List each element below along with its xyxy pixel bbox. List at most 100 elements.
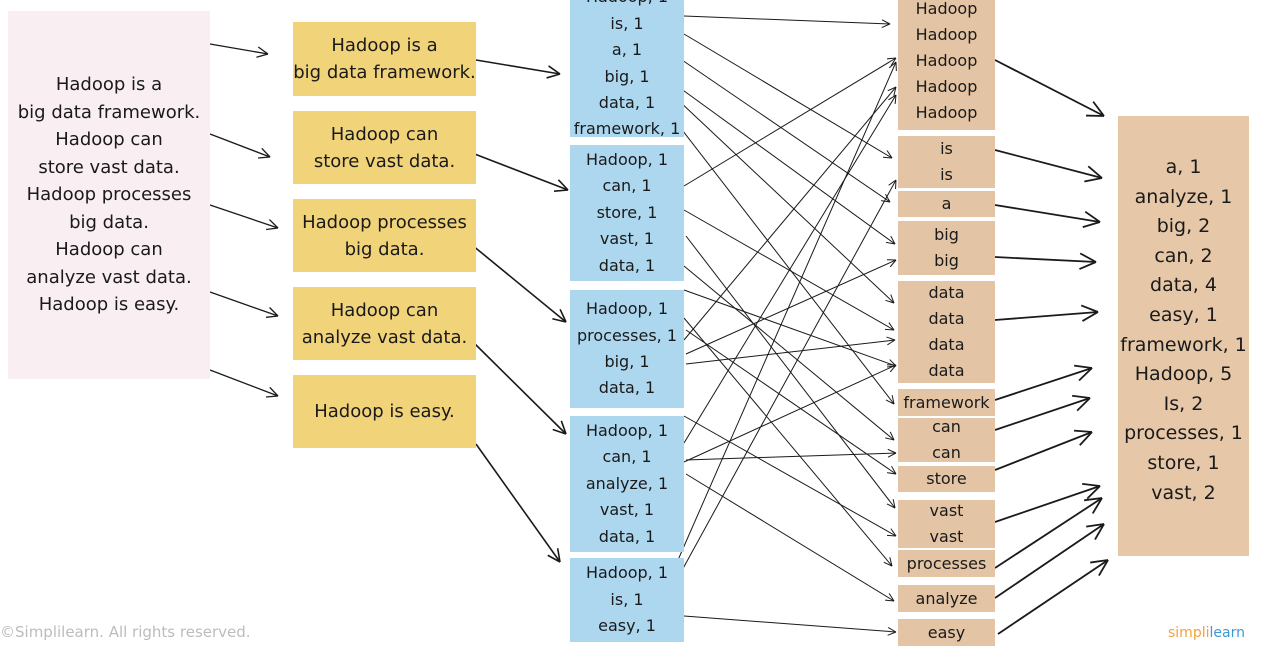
input-line: big data framework. [17,101,201,123]
split-line: big data. [344,238,425,260]
arrow [471,244,567,323]
input-line: Hadoop processes [26,184,192,206]
group-word: can [932,443,961,462]
arrow [683,415,897,537]
map-pair: Hadoop, 1 [585,563,669,583]
arrow [994,59,1105,117]
map-box-1: Hadoop, 1 is, 1 a, 1 big, 1 data, 1 fram… [570,0,684,138]
map-box-2: Hadoop, 1 can, 1 store, 1 vast, 1 data, … [570,145,684,281]
map-box-4: Hadoop, 1 can, 1 analyze, 1 vast, 1 data… [570,416,684,552]
map-pair: data, 1 [598,92,656,112]
input-line: Hadoop can [55,239,163,261]
arrow [475,59,561,79]
arrow [209,43,269,58]
map-pair: Hadoop, 1 [585,420,669,440]
result-pair: framework, 1 [1120,333,1247,356]
arrow [683,86,897,341]
group-word: big [934,251,959,270]
map-pair: data, 1 [598,526,656,546]
split-box-1: Hadoop is a big data framework. [293,22,476,96]
arrow [475,443,561,563]
split-line: Hadoop processes [302,211,467,233]
map-pair: a, 1 [611,40,643,60]
result-pair: Is, 2 [1163,392,1204,415]
split-box-3: Hadoop processes big data. [293,199,476,272]
result-pair: vast, 2 [1151,481,1216,504]
arrow [209,369,279,398]
group-box-framework: framework [898,389,995,416]
input-line: Hadoop is a [55,74,163,96]
split-line: Hadoop is a [331,35,438,56]
arrow [994,429,1093,471]
map-box-3: Hadoop, 1 processes, 1 big, 1 data, 1 [570,290,684,408]
group-word: processes [906,553,987,573]
map-pair: Hadoop, 1 [585,149,669,169]
arrow [471,152,569,192]
map-pair: vast, 1 [599,500,655,520]
map-pair: data, 1 [598,378,656,398]
split-box-4: Hadoop can analyze vast data. [293,287,476,360]
brand-logo-part: simpli [1168,625,1210,641]
arrow [685,448,897,461]
split-line: Hadoop is easy. [314,401,455,422]
arrow [997,559,1109,635]
arrow [994,394,1091,431]
split-line: Hadoop can [330,123,439,145]
map-pair: can, 1 [602,447,652,467]
group-word: data [928,335,965,354]
arrow [677,99,895,304]
map-pair: big, 1 [604,352,650,371]
arrow [683,33,893,159]
arrow [209,291,279,318]
group-word: a [941,194,952,213]
map-pair: easy, 1 [598,616,656,636]
split-line: analyze vast data. [301,326,468,348]
group-word: is [940,165,953,184]
group-word: Hadoop [915,103,978,122]
map-pair: processes, 1 [576,325,677,345]
arrow [683,364,897,463]
result-pair: can, 2 [1154,244,1213,267]
group-word: Hadoop [915,77,978,96]
group-word: is [940,139,953,158]
arrow [683,317,893,567]
group-box-processes: processes [898,550,995,577]
arrow [994,497,1103,569]
result-pair: data, 4 [1150,274,1217,297]
arrow [683,15,891,29]
group-word: framework [903,392,990,412]
arrow [994,304,1099,322]
arrow [677,61,897,561]
input-line: Hadoop can [55,129,163,151]
arrow [994,482,1101,523]
result-pair: easy, 1 [1149,303,1218,326]
map-pair: is, 1 [610,13,644,33]
group-word: Hadoop [915,25,978,44]
result-pair: big, 2 [1156,215,1211,238]
split-box-5: Hadoop is easy. [293,375,476,448]
arrow [683,94,897,444]
map-pair: vast, 1 [599,229,655,249]
group-word: Hadoop [915,51,978,70]
map-pair: analyze, 1 [585,473,669,493]
result-pair: Hadoop, 5 [1134,363,1233,386]
group-word: data [928,283,965,302]
group-box-data: data data data data [898,281,995,383]
brand-logo-part: learn [1209,625,1245,641]
group-box-analyze: analyze [898,585,995,612]
arrow [994,364,1093,401]
group-box-a: a [898,191,995,217]
map-pair: data, 1 [598,255,656,275]
arrow [994,204,1101,229]
input-line: big data. [69,211,149,233]
arrow [209,204,279,231]
group-box-big: big big [898,221,995,275]
copyright-text: ©Simplilearn. All rights reserved. [0,623,251,641]
split-line: big data framework. [293,62,476,83]
result-pair: analyze, 1 [1134,185,1233,208]
split-line: store vast data. [313,150,456,172]
result-pair: processes, 1 [1124,422,1243,445]
map-pair: Hadoop, 1 [586,0,668,11]
arrow [685,259,897,355]
